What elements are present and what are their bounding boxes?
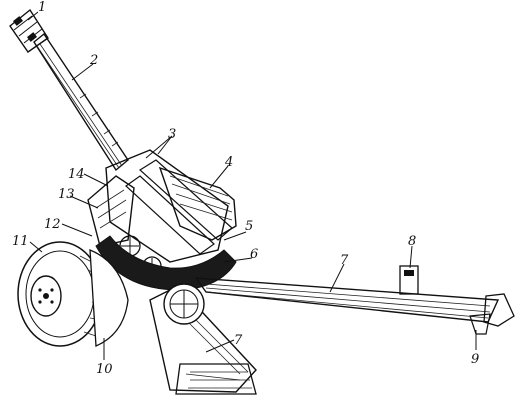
callout-6: 6 [250,247,258,262]
callout-5: 5 [245,219,253,234]
elevating-gear [163,283,205,325]
muzzle-brake [9,8,49,53]
callout-9: 9 [471,352,479,367]
carriage [87,149,237,291]
callout-11: 11 [12,234,29,249]
callout-13: 13 [58,187,75,202]
leader-lines [27,11,477,360]
callout-1: 1 [38,0,46,15]
callout-7-spade: 7 [234,333,243,348]
callout-14: 14 [68,167,85,182]
callout-8: 8 [408,234,416,249]
callout-2: 2 [89,53,98,68]
callout-3: 3 [168,127,176,142]
wheel [17,241,129,347]
right-trail [194,265,515,335]
callout-labels: 1 2 3 4 5 6 7 7 8 9 10 11 12 13 14 [12,0,479,377]
callout-4: 4 [224,155,233,170]
barrel [33,32,129,172]
callout-10: 10 [96,362,113,377]
callout-12: 12 [44,217,61,232]
callout-7-trail: 7 [340,253,349,268]
